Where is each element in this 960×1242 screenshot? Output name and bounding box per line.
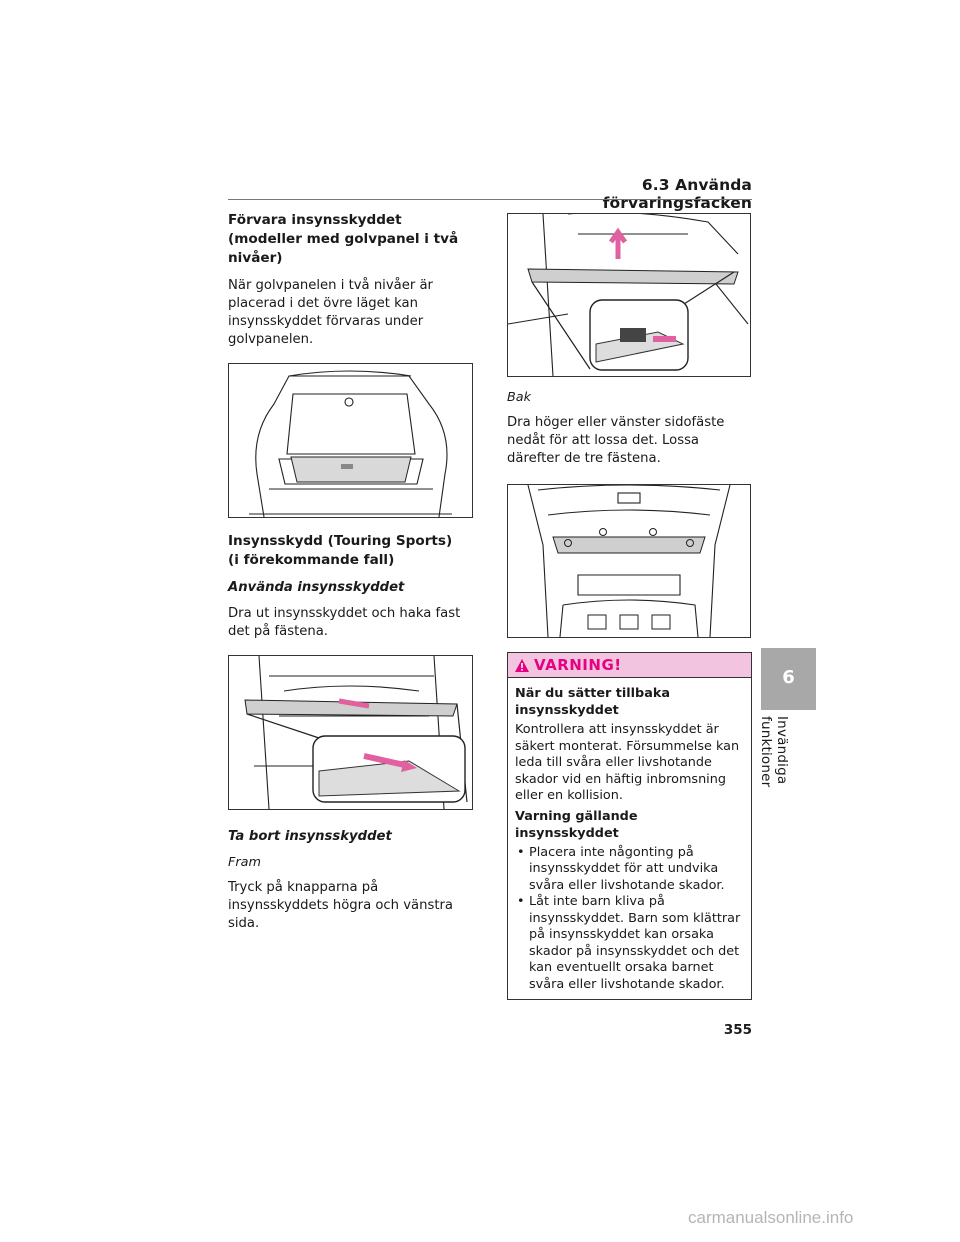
warning-header: VARNING! — [508, 653, 751, 678]
caption-front: Fram — [228, 855, 261, 870]
warning-body: När du sätter tillbaka insynsskyddet Kon… — [508, 678, 751, 999]
paragraph-use-cover: Dra ut insynsskyddet och haka fast det p… — [228, 606, 461, 639]
watermark: carmanualsonline.info — [688, 1208, 854, 1227]
warning-bullet-list: Placera inte någonting på insynsskyddet … — [515, 845, 744, 994]
chapter-label: Invändiga funktioner — [758, 716, 790, 788]
page-number: 355 — [723, 1022, 752, 1038]
section-title: 6.3 Använda förvaringsfacken — [602, 176, 752, 212]
pull-cover-drawing — [244, 656, 468, 809]
heading-touring-line1: Insynsskydd (Touring Sports) — [228, 533, 453, 549]
warning-heading-reinstall: När du sätter tillbaka insynsskyddet — [515, 686, 670, 718]
subheading-remove-cover: Ta bort insynsskyddet — [228, 829, 392, 844]
illustration-trunk-floor — [228, 363, 473, 518]
heading-touring-line2: (i förekommande fall) — [228, 552, 395, 568]
caption-back: Bak — [507, 390, 532, 405]
front-button-drawing — [508, 214, 749, 376]
illustration-tailgate — [507, 484, 751, 638]
tailgate-drawing — [527, 485, 731, 637]
chapter-number: 6 — [782, 667, 795, 688]
illustration-front-button — [507, 213, 751, 377]
warning-bullet: Placera inte någonting på insynsskyddet … — [515, 845, 744, 895]
subheading-use-cover: Använda insynsskyddet — [228, 580, 405, 595]
warning-paragraph-reinstall: Kontrollera att insynsskyddet är säkert … — [515, 722, 740, 803]
header-divider — [228, 199, 752, 200]
trunk-floor-drawing — [249, 370, 452, 517]
left-column: Förvara insynsskyddet (modeller med golv… — [228, 211, 474, 942]
paragraph-remove-cover: Tryck på knapparna på insynsskyddets hög… — [228, 880, 454, 931]
heading-store-cover: Förvara insynsskyddet (modeller med golv… — [228, 212, 459, 266]
warning-triangle-icon — [515, 658, 529, 672]
paragraph-store-cover: När golvpanelen i två nivåer är placerad… — [228, 278, 433, 347]
paragraph-release-mounts: Dra höger eller vänster sidofäste nedåt … — [507, 415, 725, 466]
warning-box: VARNING! När du sätter tillbaka insynssk… — [507, 652, 752, 1000]
warning-bullet: Låt inte barn kliva på insynsskyddet. Ba… — [515, 894, 744, 993]
right-column: Bak Dra höger eller vänster sidofäste ne… — [507, 211, 752, 652]
warning-title: VARNING! — [534, 656, 622, 674]
illustration-pull-cover — [228, 655, 473, 810]
warning-heading-cover: Varning gällande insynsskyddet — [515, 808, 638, 841]
chapter-tab: 6 — [761, 648, 816, 710]
heading-touring-cover: Insynsskydd (Touring Sports) (i förekomm… — [228, 532, 474, 570]
